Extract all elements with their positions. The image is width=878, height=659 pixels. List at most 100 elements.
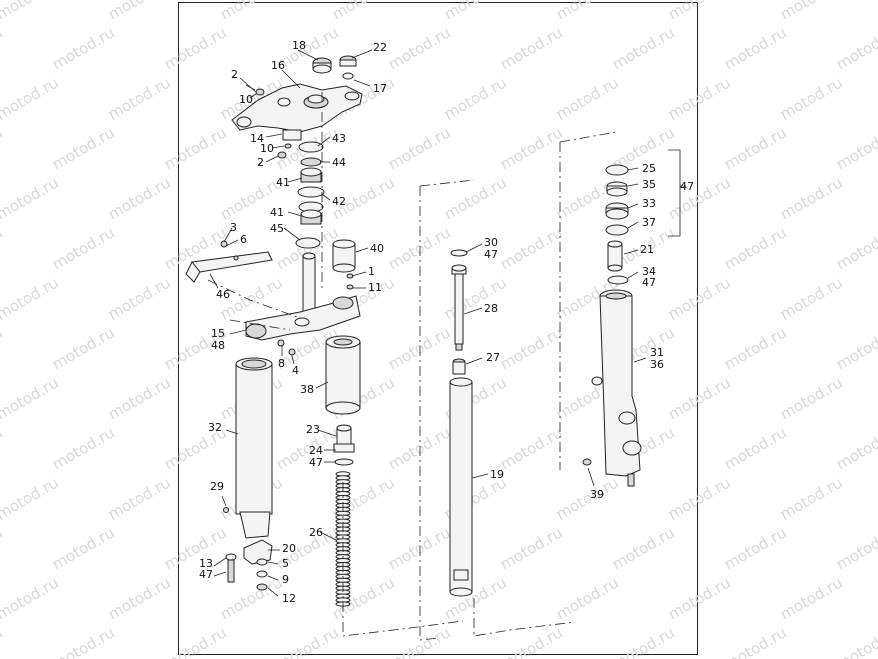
watermark-text: motod.ru <box>105 173 174 223</box>
callout-13: 13 <box>199 557 213 570</box>
damper-rod-28 <box>450 249 468 375</box>
callout-41: 41 <box>276 176 290 189</box>
callout-36: 36 <box>650 358 664 371</box>
callout-38: 38 <box>300 383 314 396</box>
watermark-text: motod.ru <box>217 0 286 23</box>
callout-4: 4 <box>292 364 299 377</box>
watermark-text: motod.ru <box>441 273 510 323</box>
watermark-text: motod.ru <box>833 223 878 273</box>
callout-47: 47 <box>309 456 323 469</box>
watermark-text: motod.ru <box>49 23 118 73</box>
callout-31: 31 <box>650 346 664 359</box>
callout-32: 32 <box>208 421 222 434</box>
watermark-text: motod.ru <box>833 423 878 473</box>
watermark-text: motod.ru <box>777 373 846 423</box>
callout-42: 42 <box>332 195 346 208</box>
bracket-46 <box>185 240 273 283</box>
callout-12: 12 <box>282 592 296 605</box>
callout-10: 10 <box>239 93 253 106</box>
callout-44: 44 <box>332 156 346 169</box>
watermark-text: motod.ru <box>721 223 790 273</box>
watermark-text: motod.ru <box>0 173 62 223</box>
callout-30: 30 <box>484 236 498 249</box>
watermark-text: motod.ru <box>497 23 566 73</box>
watermark-text: motod.ru <box>777 0 846 23</box>
watermark-text: motod.ru <box>497 323 566 373</box>
callout-26: 26 <box>309 526 323 539</box>
watermark-text: motod.ru <box>105 73 174 123</box>
axle-clamp-20 <box>225 539 273 591</box>
watermark-text: motod.ru <box>0 623 6 659</box>
callout-48: 48 <box>211 339 225 352</box>
cap-22 <box>339 55 357 80</box>
watermark-text: motod.ru <box>665 573 734 623</box>
seal-stack <box>605 164 629 285</box>
watermark-text: motod.ru <box>553 73 622 123</box>
watermark-text: motod.ru <box>329 0 398 23</box>
watermark-text: motod.ru <box>161 123 230 173</box>
callout-1: 1 <box>368 265 375 278</box>
watermark-text: motod.ru <box>441 173 510 223</box>
watermark-text: motod.ru <box>385 123 454 173</box>
watermark-text: motod.ru <box>497 623 566 659</box>
callout-21: 21 <box>640 243 654 256</box>
callout-43: 43 <box>332 132 346 145</box>
watermark-text: motod.ru <box>497 423 566 473</box>
callout-47: 47 <box>199 568 213 581</box>
callout-5: 5 <box>282 557 289 570</box>
watermark-text: motod.ru <box>49 223 118 273</box>
watermark-text: motod.ru <box>0 423 6 473</box>
watermark-text: motod.ru <box>777 173 846 223</box>
callout-23: 23 <box>306 423 320 436</box>
watermark-text: motod.ru <box>721 123 790 173</box>
callout-3: 3 <box>230 221 237 234</box>
callout-2: 2 <box>257 156 264 169</box>
watermark-text: motod.ru <box>0 323 6 373</box>
tube-cover-38 <box>325 335 361 415</box>
callout-46: 46 <box>216 288 230 301</box>
watermark-text: motod.ru <box>833 623 878 659</box>
watermark-text: motod.ru <box>0 0 62 23</box>
watermark-text: motod.ru <box>665 373 734 423</box>
watermark-text: motod.ru <box>385 223 454 273</box>
watermark-text: motod.ru <box>385 523 454 573</box>
watermark-text: motod.ru <box>161 623 230 659</box>
callout-35: 35 <box>642 178 656 191</box>
watermark-text: motod.ru <box>777 573 846 623</box>
watermark-text: motod.ru <box>497 223 566 273</box>
watermark-text: motod.ru <box>721 323 790 373</box>
watermark-text: motod.ru <box>49 423 118 473</box>
callout-29: 29 <box>210 480 224 493</box>
callout-9: 9 <box>282 573 289 586</box>
watermark-text: motod.ru <box>0 473 62 523</box>
watermark-text: motod.ru <box>49 623 118 659</box>
watermark-text: motod.ru <box>665 0 734 23</box>
watermark-text: motod.ru <box>721 423 790 473</box>
watermark-text: motod.ru <box>385 623 454 659</box>
watermark-text: motod.ru <box>0 23 6 73</box>
callout-20: 20 <box>282 542 296 555</box>
callout-47: 47 <box>642 276 656 289</box>
watermark-text: motod.ru <box>161 523 230 573</box>
callout-14: 14 <box>250 132 264 145</box>
watermark-text: motod.ru <box>833 323 878 373</box>
upper-triple-clamp <box>231 83 363 133</box>
watermark-text: motod.ru <box>385 323 454 373</box>
watermark-text: motod.ru <box>553 473 622 523</box>
watermark-text: motod.ru <box>497 523 566 573</box>
callout-18: 18 <box>292 39 306 52</box>
callout-27: 27 <box>486 351 500 364</box>
callout-33: 33 <box>642 197 656 210</box>
watermark-text: motod.ru <box>441 73 510 123</box>
watermark-text: motod.ru <box>441 0 510 23</box>
callout-45: 45 <box>270 222 284 235</box>
callout-22: 22 <box>373 41 387 54</box>
watermark-text: motod.ru <box>273 623 342 659</box>
watermark-text: motod.ru <box>105 273 174 323</box>
watermark-text: motod.ru <box>161 23 230 73</box>
watermark-text: motod.ru <box>777 273 846 323</box>
watermark-text: motod.ru <box>0 373 62 423</box>
watermark-text: motod.ru <box>665 273 734 323</box>
callout-17: 17 <box>373 82 387 95</box>
watermark-text: motod.ru <box>609 23 678 73</box>
